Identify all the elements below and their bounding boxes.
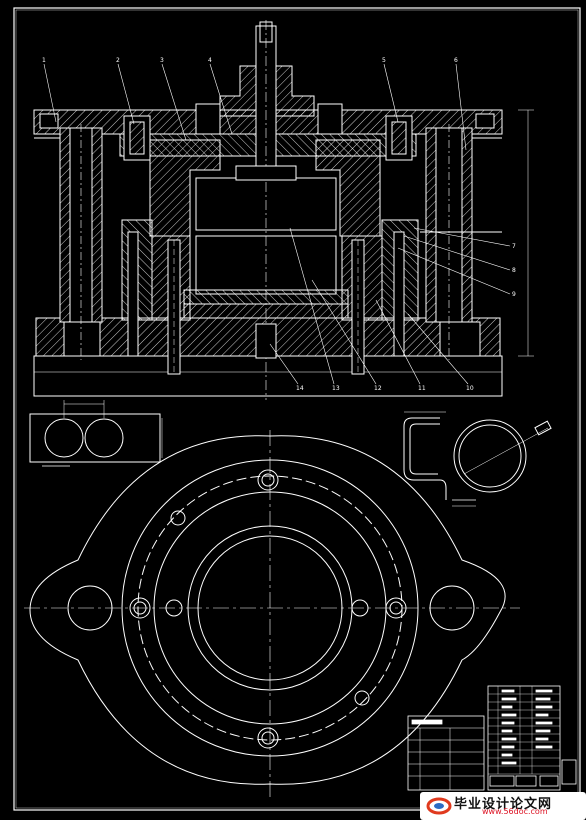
leader-lines-top [43,63,467,151]
callout-11: 11 [418,385,426,392]
plan-view [24,430,520,800]
callout-13: 13 [332,385,340,392]
callout-4: 4 [208,57,212,64]
title-block [407,685,577,791]
callout-8: 8 [512,267,516,274]
section-view [33,20,534,400]
part-sketch-detail [403,411,552,507]
watermark-banner: 毕业设计论文网 www.56doc.com [420,792,586,820]
callout-14: 14 [296,385,304,392]
leader-lines-side [269,227,511,385]
callout-12: 12 [374,385,382,392]
callout-1: 1 [42,57,46,64]
callout-5: 5 [382,57,386,64]
callout-9: 9 [512,291,516,298]
blank-pair-detail [29,400,163,467]
callout-10: 10 [466,385,474,392]
callout-2: 2 [116,57,120,64]
base-plate [33,355,503,397]
watermark-brand: 毕业设计论文网 [454,797,553,812]
watermark-url: www.56doc.com [482,807,548,816]
callout-3: 3 [160,57,164,64]
callout-6: 6 [454,57,458,64]
callout-7: 7 [512,243,516,250]
swirl-logo-icon [426,797,452,815]
drawing-border [13,7,581,811]
callout-labels: 1 2 3 4 5 6 7 8 9 10 11 12 13 14 [42,57,516,392]
